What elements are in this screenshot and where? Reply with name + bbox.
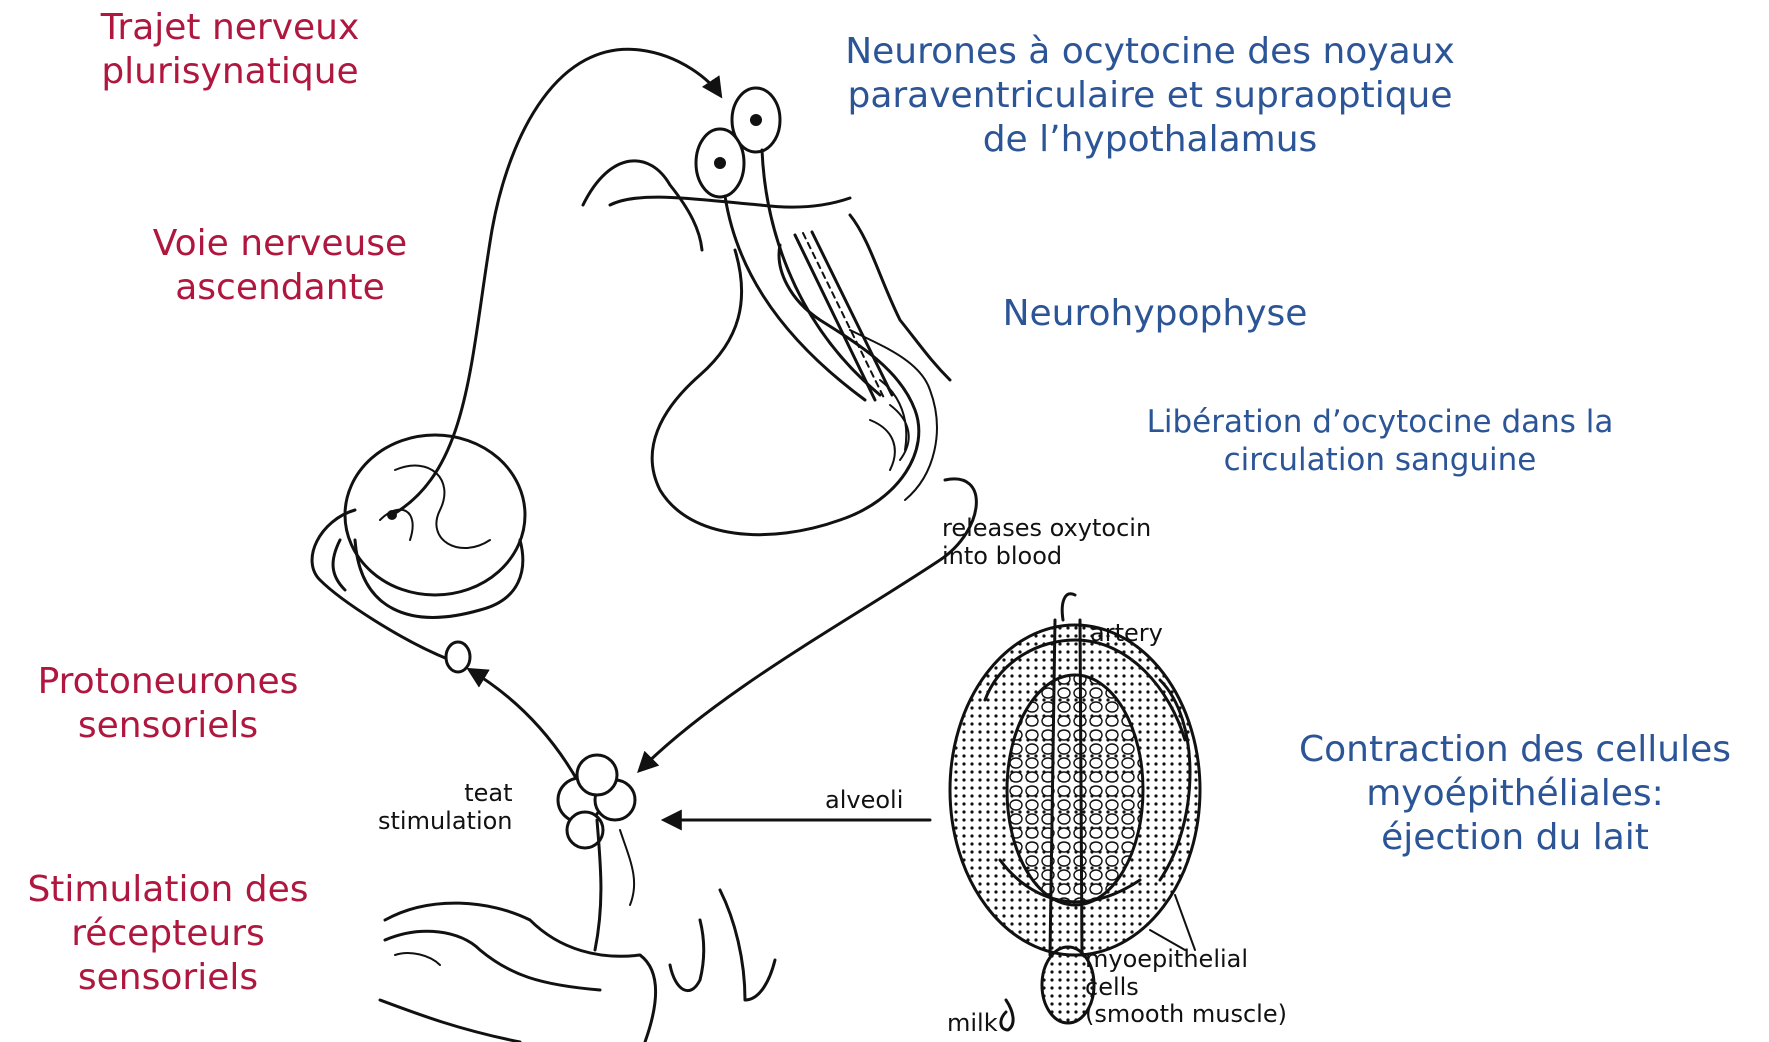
label-neurohypophyse: Neurohypophyse (965, 292, 1345, 336)
milk-drop-icon (1001, 1000, 1013, 1030)
label-milk: milk (947, 1010, 998, 1038)
sensory-afferent-arrow (470, 670, 580, 785)
spinal-cord-drawing (312, 435, 525, 672)
label-artery: artery (1090, 620, 1163, 648)
pituitary-gland-drawing (583, 161, 950, 535)
label-alveoli: alveoli (825, 787, 903, 815)
blood-oxytocin-arrow (640, 479, 976, 770)
